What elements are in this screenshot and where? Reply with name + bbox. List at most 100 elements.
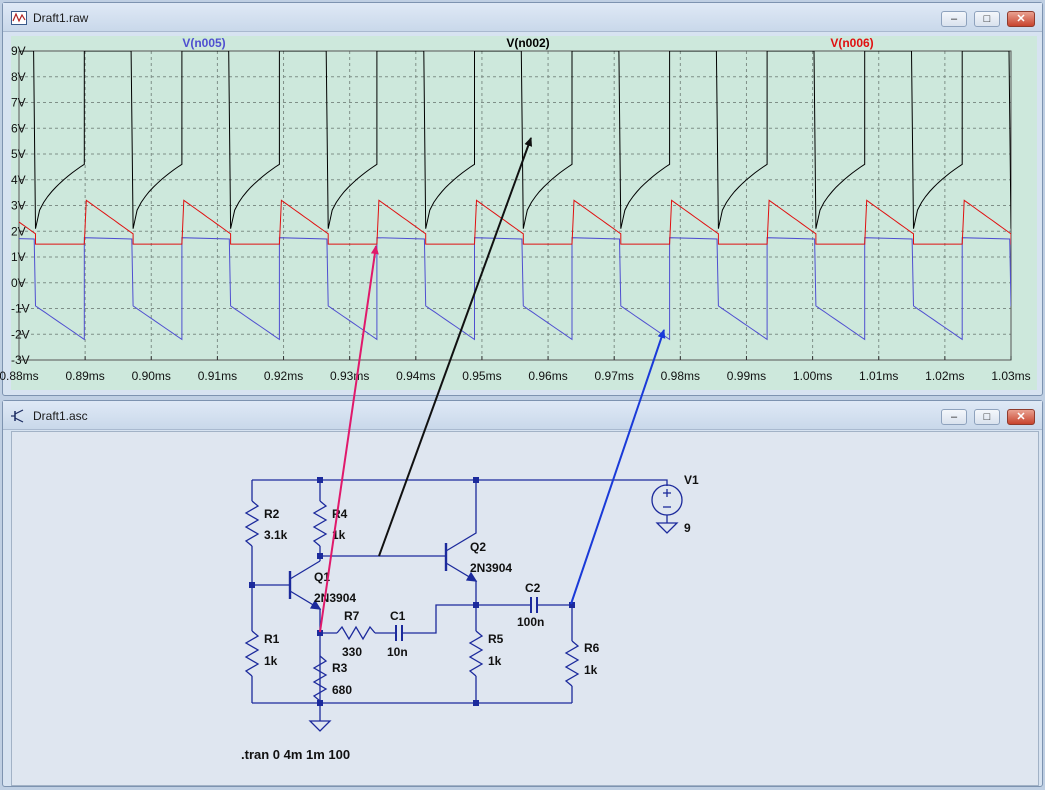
schematic-drawing[interactable]: R2 3.1k R4 1k R1 1k R3 680 R7 330 C1 10n… [12,432,1038,785]
x-tick-label: 0.94ms [396,369,435,383]
label-r5-name: R5 [488,632,504,646]
label-r2-value: 3.1k [264,528,288,542]
y-tick-label: 4V [11,173,26,187]
plot-grid [19,51,1011,360]
maximize-button[interactable]: □ [974,409,1000,425]
close-icon: ✕ [1016,411,1026,423]
x-tick-label: 0.90ms [132,369,171,383]
y-tick-label: 0V [11,276,26,290]
label-c1-value: 10n [387,645,408,659]
wire [402,604,476,634]
x-tick-label: 1.02ms [925,369,964,383]
label-c2-name: C2 [525,581,541,595]
label-r7-name: R7 [344,609,360,623]
schematic-window-title: Draft1.asc [33,409,88,423]
x-tick-label: 0.92ms [264,369,303,383]
maximize-icon: □ [983,13,991,25]
schematic-titlebar[interactable]: Draft1.asc ‒ □ ✕ [3,401,1042,430]
label-r1-name: R1 [264,632,280,646]
label-r7-value: 330 [342,645,362,659]
close-button[interactable]: ✕ [1007,11,1035,27]
x-tick-label: 1.01ms [859,369,898,383]
x-tick-label: 0.88ms [0,369,39,383]
legend-v-n005[interactable]: V(n005) [182,36,225,50]
transistor-icon [11,409,24,423]
maximize-icon: □ [983,411,991,423]
x-tick-label: 0.97ms [595,369,634,383]
label-c2-value: 100n [517,615,544,629]
resistor-r4[interactable] [312,500,328,547]
traces [0,51,1045,341]
resistor-r2[interactable] [244,500,260,547]
label-q1-name: Q1 [314,570,330,584]
x-tick-label: 0.93ms [330,369,369,383]
legend-v-n002[interactable]: V(n002) [506,36,549,50]
y-tick-label: 7V [11,96,26,110]
minimize-icon: ‒ [950,13,958,25]
close-button[interactable]: ✕ [1007,409,1035,425]
waveform-icon [11,11,27,25]
y-tick-label: 6V [11,121,26,135]
minimize-button[interactable]: ‒ [941,409,967,425]
label-r5-value: 1k [488,654,502,668]
resistor-r3[interactable] [312,655,328,702]
label-r3-name: R3 [332,661,348,675]
label-q2-value: 2N3904 [470,561,512,575]
x-tick-label: 0.89ms [65,369,104,383]
label-r3-value: 680 [332,683,352,697]
trace-v-n006[interactable] [0,199,1045,245]
label-r4-value: 1k [332,528,346,542]
waveform-window-title: Draft1.raw [33,11,89,25]
x-tick-label: 0.98ms [661,369,700,383]
y-tick-label: 3V [11,199,26,213]
x-tick-label: 1.00ms [793,369,832,383]
resistor-r5[interactable] [468,630,484,677]
schematic-window[interactable]: Draft1.asc ‒ □ ✕ [2,400,1043,787]
plot-frame [18,50,1012,361]
x-tick-labels: 0.88ms 0.89ms 0.90ms 0.91ms 0.92ms 0.93ms 0.94… [0,356,1031,383]
minimize-icon: ‒ [950,411,958,423]
minimize-button[interactable]: ‒ [941,11,967,27]
y-tick-label: 2V [11,224,26,238]
tran-directive[interactable]: .tran 0 4m 1m 100 [241,747,350,762]
close-icon: ✕ [1016,13,1026,25]
label-r1-value: 1k [264,654,278,668]
label-r2-name: R2 [264,507,280,521]
x-tick-label: 0.91ms [198,369,237,383]
label-v1-name: V1 [684,473,699,487]
ground-icon [308,720,332,732]
x-tick-label: 1.03ms [991,369,1030,383]
ground-icon [655,522,679,534]
label-v1-value: 9 [684,521,691,535]
label-c1-name: C1 [390,609,406,623]
y-tick-label: 1V [11,250,26,264]
x-tick-label: 0.95ms [462,369,501,383]
label-r6-name: R6 [584,641,600,655]
maximize-button[interactable]: □ [974,11,1000,27]
label-q2-name: Q2 [470,540,486,554]
x-tick-label: 0.99ms [727,369,766,383]
y-tick-label: 9V [11,44,26,58]
x-tick-label: 0.96ms [528,369,567,383]
legend-v-n006[interactable]: V(n006) [830,36,873,50]
label-r4-name: R4 [332,507,348,521]
q2-emitter-arrow-icon [465,571,478,582]
resistor-r7[interactable] [336,625,376,641]
label-q1-value: 2N3904 [314,591,356,605]
schematic-canvas[interactable]: R2 3.1k R4 1k R1 1k R3 680 R7 330 C1 10n… [11,431,1039,786]
label-r6-value: 1k [584,663,598,677]
resistor-r6[interactable] [564,640,580,687]
y-tick-label: 5V [11,147,26,161]
wire-top-rail [252,479,668,486]
trace-v-n005[interactable] [0,237,1045,341]
wire-q1-collector [289,560,321,580]
waveform-titlebar[interactable]: Draft1.raw ‒ □ ✕ [3,3,1042,32]
trace-v-n002[interactable] [0,51,1045,229]
q1-emitter-arrow-icon [309,599,322,610]
y-tick-label: 8V [11,70,26,84]
resistor-r1[interactable] [244,630,260,677]
